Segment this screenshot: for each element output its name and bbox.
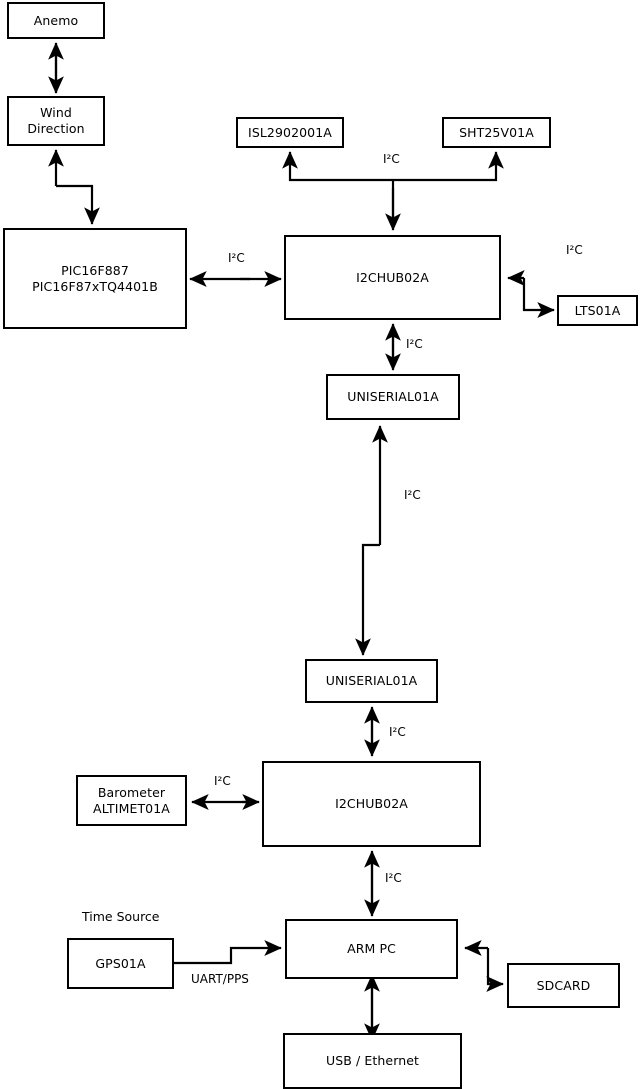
node-pic-microcontroller[interactable]: PIC16F887 PIC16F87xTQ4401B: [3, 228, 187, 329]
connector-gps-armpc: [174, 940, 282, 965]
node-i2chub02a-top-label: I2CHUB02A: [356, 269, 429, 285]
node-sdcard[interactable]: SDCARD: [507, 963, 620, 1008]
node-barometer-altimet01a[interactable]: Barometer ALTIMET01A: [76, 775, 187, 826]
connector-wind-pic: [48, 149, 100, 225]
edge-label-i2c-hub-uniserial: I²C: [406, 337, 423, 351]
node-lts01a-label: LTS01A: [574, 302, 621, 318]
node-arm-pc[interactable]: ARM PC: [285, 919, 458, 979]
node-sht25v01a[interactable]: SHT25V01A: [442, 117, 551, 148]
label-time-source: Time Source: [82, 909, 160, 924]
node-barometer-altimet01a-label: Barometer ALTIMET01A: [93, 784, 170, 816]
edge-label-i2c-pic-hub: I²C: [228, 251, 245, 265]
node-uniserial01a-bottom-label: UNISERIAL01A: [325, 673, 418, 688]
node-wind-direction-label: Wind Direction: [27, 105, 85, 136]
node-i2chub02a-bottom-label: I2CHUB02A: [335, 796, 408, 811]
edge-label-i2c-barometer-hub: I²C: [214, 774, 231, 788]
node-gps01a-label: GPS01A: [95, 955, 146, 971]
edge-label-i2c-hub-armpc: I²C: [385, 871, 402, 885]
node-pic-microcontroller-label: PIC16F887 PIC16F87xTQ4401B: [32, 262, 158, 294]
node-arm-pc-label: ARM PC: [347, 941, 396, 956]
node-lts01a[interactable]: LTS01A: [557, 295, 638, 326]
node-uniserial01a-top[interactable]: UNISERIAL01A: [326, 374, 460, 420]
edge-label-i2c-uniserial-hub-bottom: I²C: [389, 725, 406, 739]
node-sdcard-label: SDCARD: [536, 977, 591, 993]
node-usb-ethernet-label: USB / Ethernet: [325, 1053, 420, 1068]
node-usb-ethernet[interactable]: USB / Ethernet: [283, 1033, 462, 1089]
connector-hub-lts: [507, 270, 555, 318]
connector-armpc-sdcard: [464, 940, 504, 992]
node-uniserial01a-bottom[interactable]: UNISERIAL01A: [305, 659, 438, 703]
node-i2chub02a-bottom[interactable]: I2CHUB02A: [262, 761, 481, 847]
node-isl2902001a-label: ISL2902001A: [248, 124, 332, 140]
edge-label-i2c-sensors-top: I²C: [383, 152, 400, 166]
node-anemo-label: Anemo: [33, 12, 79, 28]
connector-uniserial-link: [355, 425, 388, 656]
edge-label-i2c-uniserial-link: I²C: [404, 488, 421, 502]
edge-label-i2c-hub-lts: I²C: [566, 243, 583, 257]
edge-label-uart-pps: UART/PPS: [191, 972, 249, 986]
node-uniserial01a-top-label: UNISERIAL01A: [347, 389, 439, 404]
node-i2chub02a-top[interactable]: I2CHUB02A: [284, 235, 501, 320]
node-sht25v01a-label: SHT25V01A: [459, 124, 534, 140]
node-gps01a[interactable]: GPS01A: [67, 938, 174, 989]
node-isl2902001a[interactable]: ISL2902001A: [236, 117, 344, 148]
node-anemo[interactable]: Anemo: [7, 2, 105, 39]
node-wind-direction[interactable]: Wind Direction: [7, 96, 105, 146]
